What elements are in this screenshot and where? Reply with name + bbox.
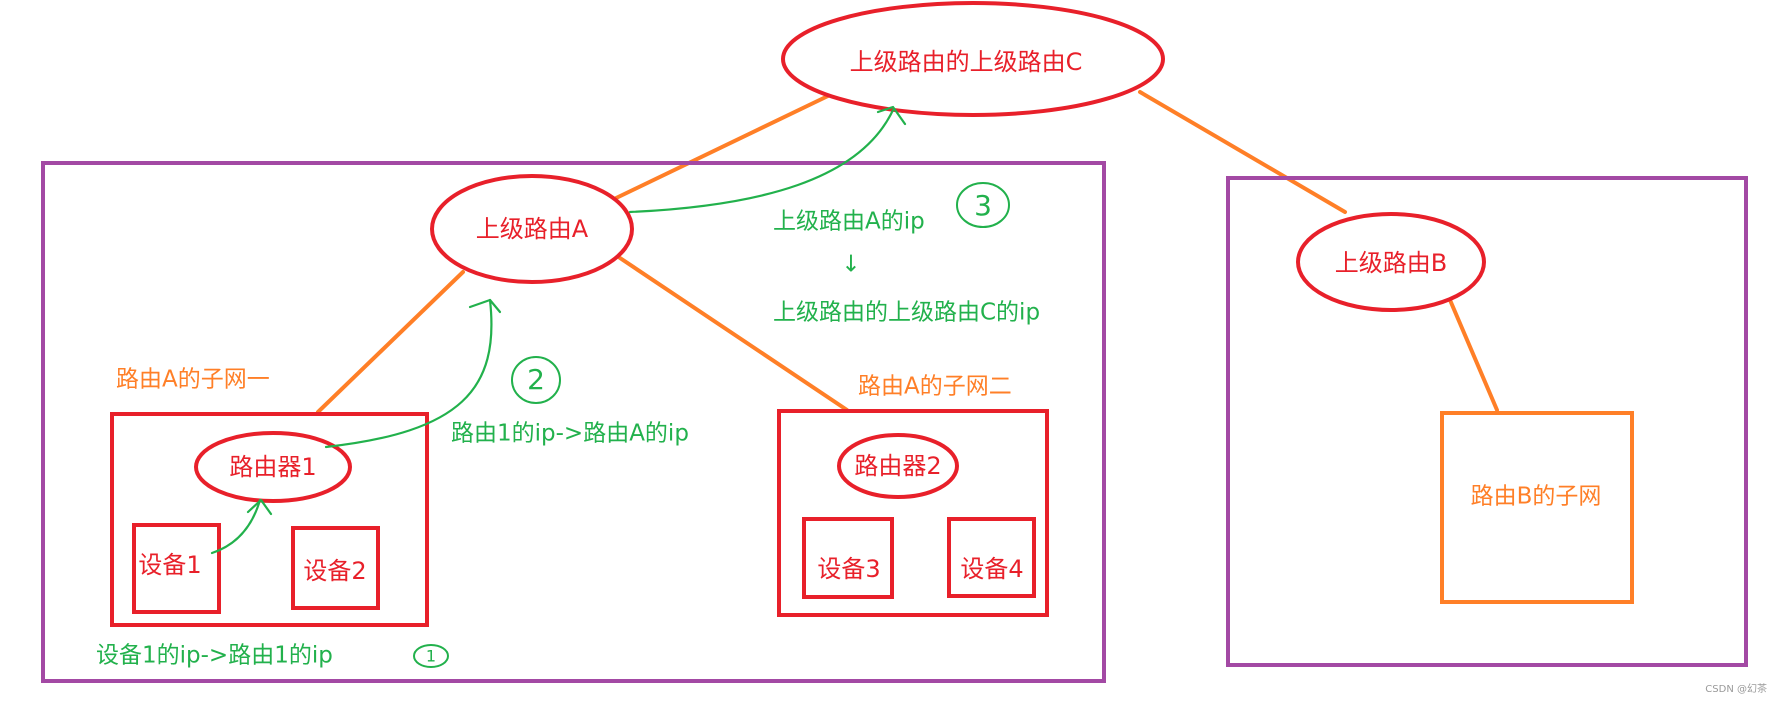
- arrow-router1-to-router-a-head: [468, 298, 502, 314]
- step-3-line2: 上级路由的上级路由C的ip: [773, 300, 1040, 326]
- subnet-b-box: [1440, 411, 1634, 604]
- domain-b-box: [1226, 176, 1748, 667]
- router-2-label: 路由器2: [854, 452, 941, 480]
- subnet-a2: 路由A的子网二 路由器2 设备3 设备4: [777, 374, 1049, 617]
- step-3-badge-circle: [956, 182, 1010, 228]
- router-1-label: 路由器1: [229, 453, 316, 481]
- device-2-node[interactable]: 设备2: [291, 526, 380, 610]
- device-2-label: 设备2: [303, 557, 366, 585]
- device-1-node[interactable]: 设备1: [132, 523, 221, 614]
- subnet-a2-label: 路由A的子网二: [858, 374, 1012, 400]
- subnet-a1-box: [110, 412, 429, 627]
- subnet-b: 路由B的子网: [1440, 411, 1634, 604]
- subnet-b-label: 路由B的子网: [1471, 484, 1602, 510]
- step-1-annotation: 设备1的ip->路由1的ip 1: [96, 643, 449, 669]
- step-1-text: 设备1的ip->路由1的ip: [96, 643, 333, 669]
- arrow-device1-to-router1: [210, 498, 262, 555]
- step-1-badge: 1: [426, 647, 436, 666]
- router-a-label: 上级路由A: [476, 215, 589, 243]
- step-2-badge-circle: [511, 356, 561, 404]
- step-2-annotation: 路由1的ip->路由A的ip 2: [451, 356, 689, 447]
- router-c-node[interactable]: 上级路由的上级路由C: [781, 1, 1165, 117]
- device-4-label: 设备4: [960, 555, 1023, 583]
- subnet-a2-box: [777, 409, 1049, 617]
- step-1-badge-circle: [413, 644, 449, 668]
- network-links: [316, 90, 1499, 414]
- link-a-to-subnet2: [618, 256, 849, 412]
- step-3-arrow: ↓: [841, 252, 860, 278]
- router-c-label: 上级路由的上级路由C: [850, 48, 1083, 76]
- device-3-node[interactable]: 设备3: [802, 517, 894, 599]
- arrow-router-a-to-router-c-head: [876, 105, 907, 126]
- arrow-router-a-to-router-c: [628, 108, 895, 214]
- step-arrows: [210, 105, 907, 555]
- link-b-to-subnet-b: [1448, 298, 1499, 412]
- router-b-label: 上级路由B: [1335, 249, 1447, 277]
- link-a-to-subnet1: [316, 270, 465, 414]
- subnet-a1-label: 路由A的子网一: [116, 367, 270, 393]
- router-b-node[interactable]: 上级路由B: [1296, 212, 1486, 312]
- arrow-device1-to-router1-head: [246, 498, 273, 516]
- step-3-badge: 3: [974, 189, 992, 222]
- subnet-a1: 路由A的子网一 路由器1 设备1 设备2: [110, 367, 429, 627]
- domain-a-box: [41, 161, 1106, 683]
- step-2-text: 路由1的ip->路由A的ip: [451, 421, 689, 447]
- step-3-line1: 上级路由A的ip: [773, 209, 925, 235]
- link-a-to-c: [610, 93, 832, 202]
- router-1-node[interactable]: 路由器1: [194, 431, 352, 503]
- router-2-node[interactable]: 路由器2: [837, 433, 959, 499]
- router-a-node[interactable]: 上级路由A: [430, 174, 634, 284]
- step-2-badge: 2: [527, 363, 545, 396]
- device-4-node[interactable]: 设备4: [947, 517, 1036, 598]
- arrow-router1-to-router-a: [324, 298, 493, 449]
- device-1-label: 设备1: [138, 551, 201, 579]
- step-3-annotation: 上级路由A的ip ↓ 上级路由的上级路由C的ip 3: [773, 182, 1040, 326]
- link-c-to-b: [1138, 90, 1347, 214]
- footer-watermark: CSDN @幻茶: [1705, 682, 1767, 695]
- device-3-label: 设备3: [817, 555, 880, 583]
